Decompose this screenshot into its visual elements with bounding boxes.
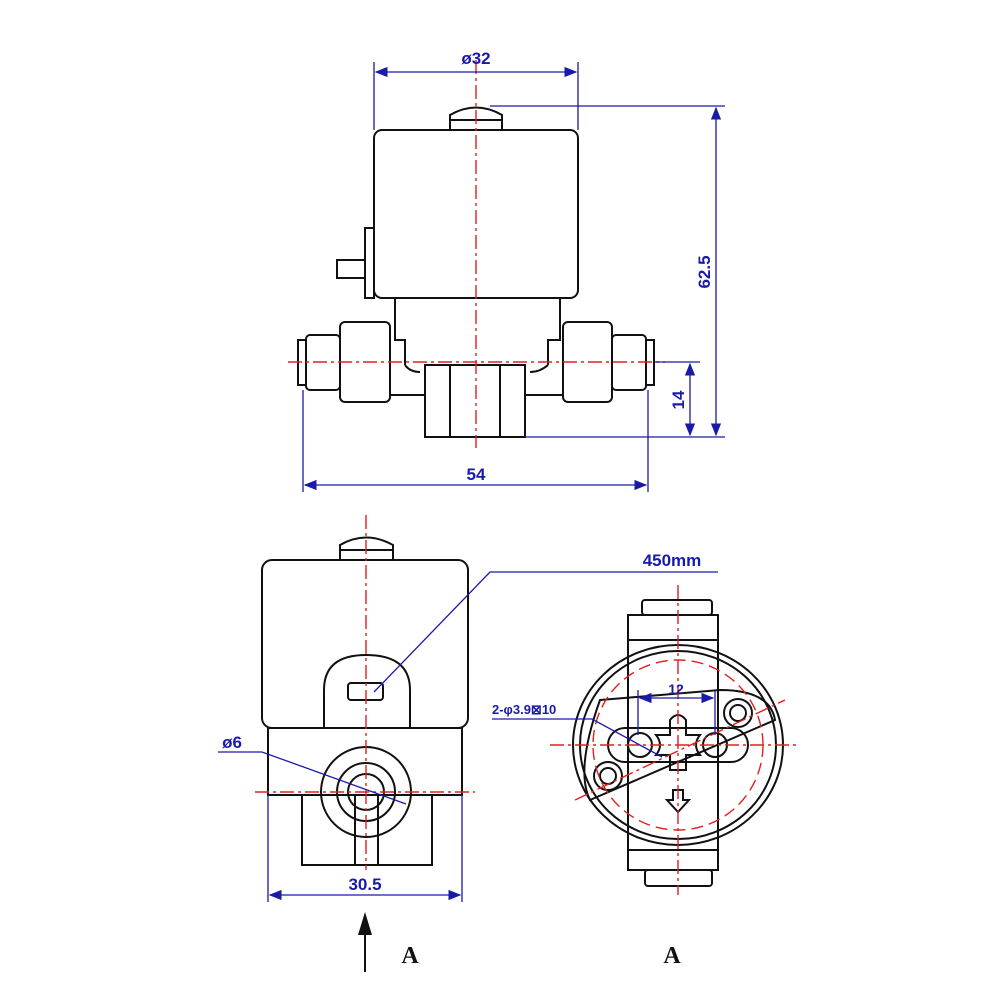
view-arrow-icon	[358, 912, 372, 935]
dim-body-width: 30.5	[348, 875, 381, 894]
dim-port-diameter: ø6	[222, 733, 242, 752]
front-view	[288, 60, 665, 448]
side-view	[255, 515, 475, 870]
dim-overall-height: 62.5	[695, 255, 714, 288]
dim-hole-spacing: 12	[668, 681, 684, 697]
dim-mounting-holes: 2-φ3.9⊠10	[492, 702, 556, 717]
arrow-label: A	[401, 943, 419, 969]
view-title: A	[663, 943, 681, 969]
front-view-dimensions: ø32 62.5 14 54	[302, 49, 725, 492]
dim-coil-diameter: ø32	[461, 49, 490, 68]
dim-cable-length: 450mm	[643, 551, 702, 570]
dim-overall-width: 54	[467, 465, 486, 484]
side-view-dimensions: 450mm ø6 30.5 A	[218, 551, 718, 972]
dim-port-height: 14	[669, 390, 688, 409]
view-a	[550, 585, 800, 895]
view-a-dimensions: 12 2-φ3.9⊠10 A	[492, 681, 716, 969]
